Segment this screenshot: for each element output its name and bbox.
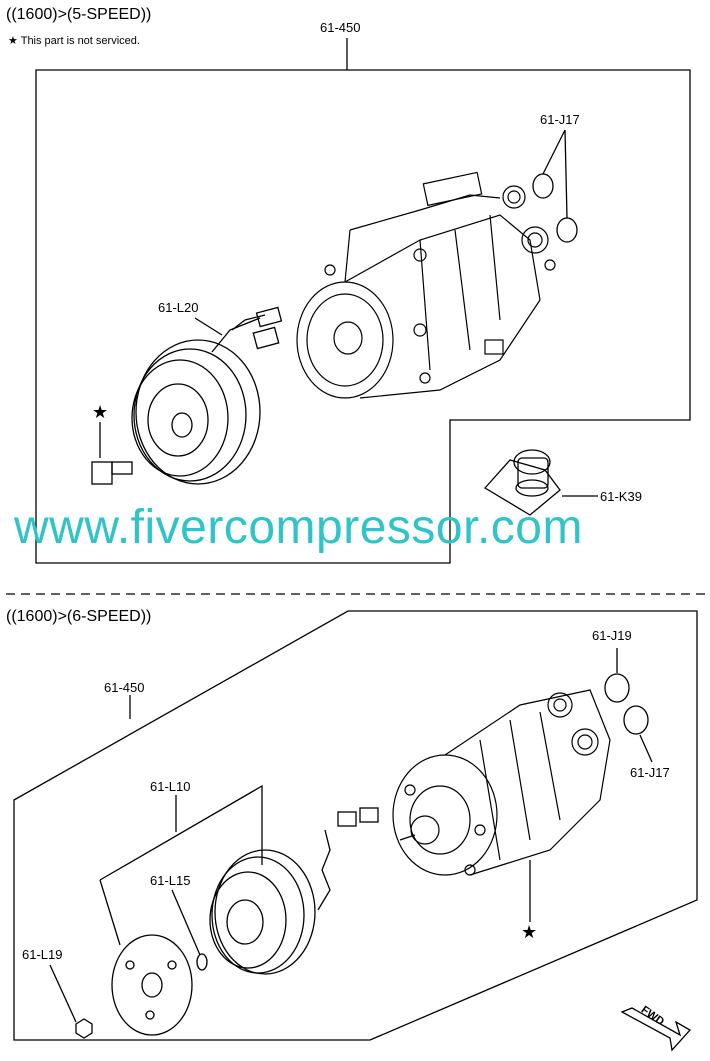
bottom-section-title: ((1600)>(6-SPEED)) — [6, 608, 152, 625]
top-oring-2 — [556, 217, 578, 243]
shim-part — [196, 953, 208, 971]
nut-label: 61-L19 — [22, 947, 63, 962]
bottom-clutch-pulley — [209, 849, 316, 975]
top-oring-leader — [542, 129, 568, 219]
top-oring-label: 61-J17 — [540, 112, 580, 127]
shim-label: 61-L15 — [150, 873, 191, 888]
relief-valve-label: 61-K39 — [600, 489, 642, 504]
top-assembly-boundary — [35, 69, 691, 564]
bottom-oring-1 — [604, 673, 630, 703]
bottom-oring-2 — [623, 705, 649, 735]
nut-part — [75, 1018, 93, 1039]
relief-valve — [483, 449, 561, 516]
bottom-j19-label: 61-J19 — [592, 628, 632, 643]
harness-wire — [317, 829, 331, 911]
clutch-group-label: 61-L10 — [150, 779, 191, 794]
watermark-text: www.fivercompressor.com — [14, 501, 583, 554]
nut-leader — [49, 964, 77, 1023]
top-bolt — [91, 422, 133, 485]
bottom-star-icon: ★ — [521, 922, 538, 942]
top-oring-1 — [532, 173, 554, 199]
top-star-icon: ★ — [92, 402, 109, 422]
shim-leader — [171, 889, 201, 956]
harness-connector-2 — [359, 807, 379, 823]
top-clutch-pulley — [131, 317, 261, 485]
bottom-j17-label: 61-J17 — [630, 765, 670, 780]
not-serviced-note: ★ This part is not serviced. — [8, 35, 140, 47]
hub-plate — [111, 934, 193, 1036]
clutch-group-leader — [99, 784, 263, 946]
connector-label: 61-L20 — [158, 300, 199, 315]
bottom-assembly-boundary — [13, 610, 698, 1041]
top-section-title: ((1600)>(5-SPEED)) — [6, 6, 152, 23]
bottom-compressor — [392, 689, 611, 876]
top-compressor — [296, 171, 556, 399]
top-assembly-label: 61-450 — [320, 20, 361, 35]
j17-leader — [639, 734, 653, 763]
top-connector — [231, 306, 283, 350]
connector-leader — [194, 317, 223, 336]
bottom-assembly-label: 61-450 — [104, 680, 145, 695]
fwd-arrow — [620, 1007, 692, 1052]
harness-connector-1 — [337, 811, 357, 827]
